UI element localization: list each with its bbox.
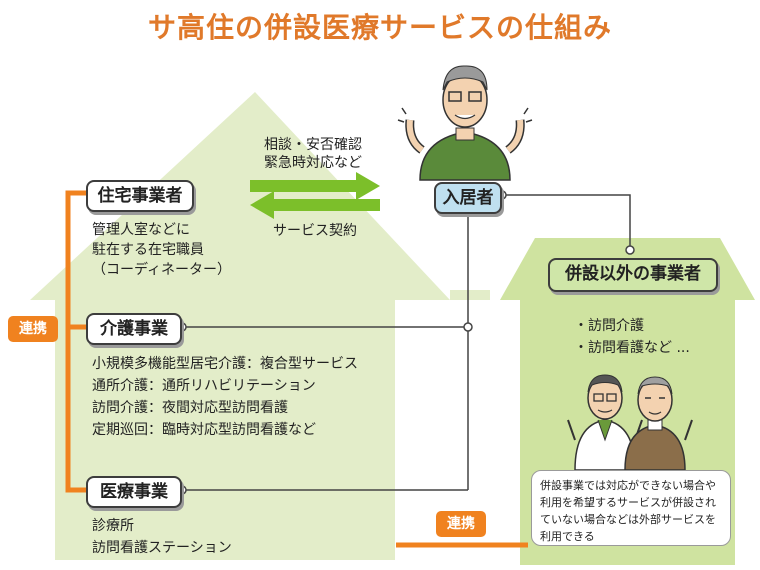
arrow-top-label-2: 緊急時対応など (264, 155, 362, 171)
outside-provider-label: 併設以外の事業者 (565, 264, 701, 284)
connector-lines (182, 194, 631, 491)
medical-business-box: 医療事業 (86, 476, 182, 508)
medical-business-label: 医療事業 (100, 482, 168, 502)
doctor-icon (567, 374, 643, 471)
link-bracket-left (65, 190, 86, 493)
housing-line-1: 管理人室などに (92, 222, 190, 238)
resident-box: 入居者 (434, 182, 502, 214)
outside-provider-box: 併設以外の事業者 (548, 258, 718, 292)
arrow-top-label-1: 相談・安否確認 (264, 137, 362, 153)
care-business-label: 介護事業 (100, 319, 168, 339)
housing-provider-label: 住宅事業者 (97, 186, 183, 206)
elderly-resident-icon (397, 65, 533, 181)
medical-line-1: 診療所 (92, 518, 134, 534)
care-line-3: 訪問介護：夜間対応型訪問看護 (92, 400, 288, 416)
care-line-2: 通所介護：通所リハビリテーション (92, 378, 316, 394)
link-badge-left: 連携 (8, 316, 58, 342)
connector-dot (625, 245, 635, 255)
link-badge-bottom: 連携 (436, 511, 486, 537)
outside-line-2: ・訪問看護など ... (574, 340, 690, 356)
housing-line-2: 駐在する在宅職員 (92, 242, 204, 258)
arrow-right (250, 172, 380, 200)
care-business-box: 介護事業 (86, 313, 182, 345)
caregiver-icon (624, 376, 693, 471)
housing-line-3: （コーディネーター） (92, 262, 232, 278)
arrow-left (250, 191, 380, 219)
connector-dot (463, 322, 473, 332)
housing-provider-box: 住宅事業者 (86, 180, 194, 212)
page-title: サ高住の併設医療サービスの仕組み (147, 11, 612, 44)
resident-label: 入居者 (442, 188, 494, 208)
outside-line-1: ・訪問介護 (574, 318, 644, 334)
care-line-4: 定期巡回：臨時対応型訪問看護など (92, 422, 316, 438)
care-line-1: 小規模多機能型居宅介護：複合型サービス (92, 356, 358, 372)
medical-line-2: 訪問看護ステーション (92, 540, 232, 556)
outside-note: 併設事業では対応ができない場合や利用を希望するサービスが併設されていない場合など… (531, 470, 731, 546)
arrow-bottom-label: サービス契約 (273, 223, 357, 239)
